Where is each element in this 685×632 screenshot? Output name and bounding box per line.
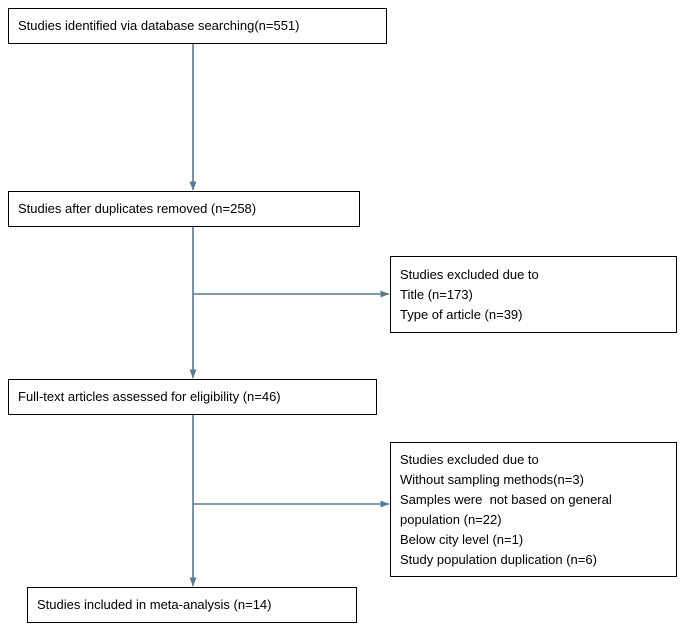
node-studies-identified: Studies identified via database searchin…	[8, 8, 387, 44]
node-studies-excluded-second-line-6: Study population duplication (n=6)	[400, 551, 597, 567]
node-studies-excluded-first-line-2: Title (n=173)	[400, 286, 473, 302]
node-studies-identified-line-1: Studies identified via database searchin…	[18, 18, 300, 33]
node-studies-excluded-first-line-3: Type of article (n=39)	[400, 306, 523, 322]
node-studies-excluded-first-line-1: Studies excluded due to	[400, 266, 539, 282]
node-studies-included: Studies included in meta-analysis (n=14)	[27, 587, 357, 623]
node-studies-excluded-second: Studies excluded due to Without sampling…	[390, 442, 677, 577]
node-studies-excluded-second-line-4: population (n=22)	[400, 511, 502, 527]
node-studies-after-duplicates-removed-line-1: Studies after duplicates removed (n=258)	[18, 201, 257, 216]
node-studies-excluded-second-line-3: Samples were not based on general	[400, 491, 612, 507]
node-studies-included-line-1: Studies included in meta-analysis (n=14)	[37, 597, 272, 612]
node-studies-excluded-second-line-1: Studies excluded due to	[400, 451, 539, 467]
node-studies-excluded-second-line-2: Without sampling methods(n=3)	[400, 471, 584, 487]
node-studies-excluded-second-line-5: Below city level (n=1)	[400, 531, 524, 547]
node-studies-after-duplicates-removed: Studies after duplicates removed (n=258)	[8, 191, 360, 227]
node-fulltext-assessed-line-1: Full-text articles assessed for eligibil…	[18, 389, 281, 404]
node-fulltext-assessed: Full-text articles assessed for eligibil…	[8, 379, 377, 415]
node-studies-excluded-first: Studies excluded due to Title (n=173) Ty…	[390, 256, 677, 333]
